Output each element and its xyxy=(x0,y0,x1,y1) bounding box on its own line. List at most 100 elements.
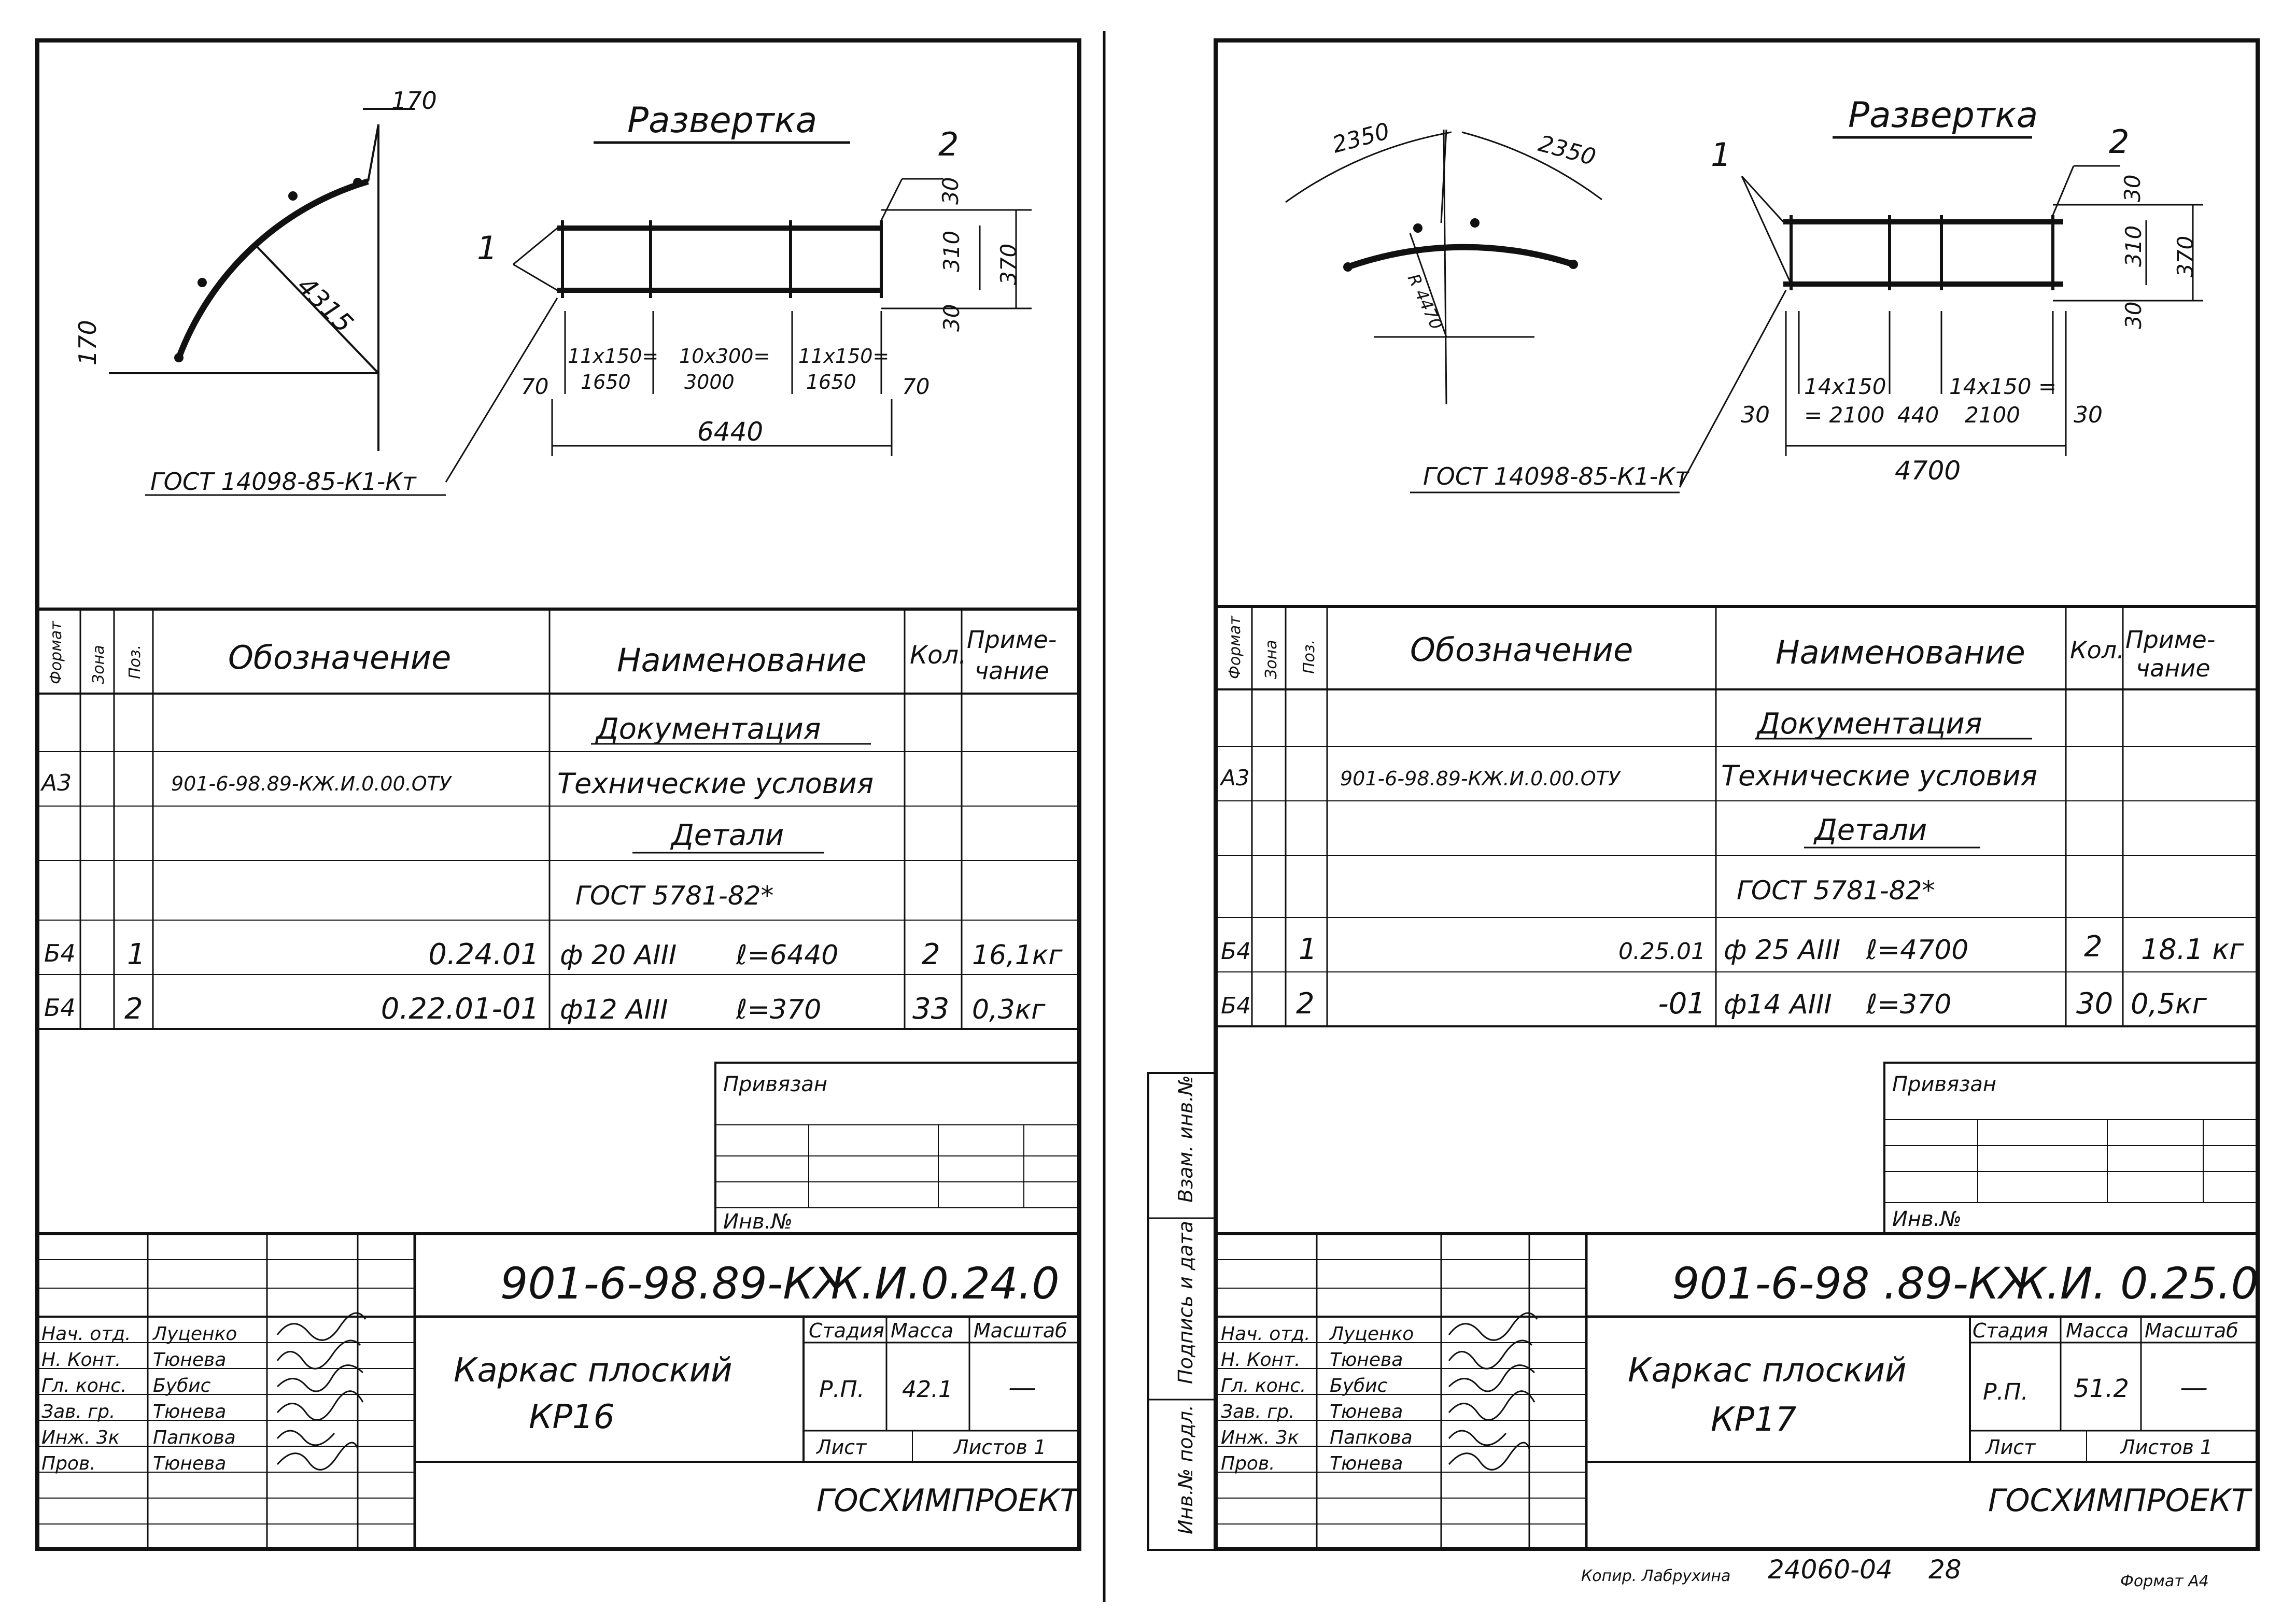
drawing-code: 901-6-98 .89-КЖ.И. 0.25.0 xyxy=(1672,1258,2259,1309)
row-qty: 30 xyxy=(2076,987,2113,1021)
callout-2: 2 xyxy=(2109,123,2129,161)
row-qty: 2 xyxy=(2084,930,2103,964)
scale-value: — xyxy=(2180,1371,2208,1404)
row-pos: 2 xyxy=(1296,987,1315,1021)
staff-name: Тюнева xyxy=(1330,1453,1403,1474)
kp17-spec-table: Формат Зона Поз. Обозначение Наименовани… xyxy=(1216,605,2258,1027)
staff-name: Тюнева xyxy=(153,1349,226,1371)
row-pos: 1 xyxy=(127,938,146,971)
staff-name: Тюнева xyxy=(153,1453,226,1474)
kp17-drawing: Развертка 2350 2350 R 4470 xyxy=(1285,95,2203,493)
signatures xyxy=(1448,1312,1538,1471)
vdim-mid: 310 xyxy=(2121,225,2146,267)
drawing-name-line2: КР17 xyxy=(1711,1401,1797,1439)
staff-role: Гл. конс. xyxy=(41,1375,127,1396)
mass-value: 42.1 xyxy=(902,1376,953,1403)
row-name: ф 25 АIII xyxy=(1724,935,1840,966)
stage-value: Р.П. xyxy=(1983,1379,2029,1405)
drawing-name-line1: Каркас плоский xyxy=(454,1351,733,1390)
col-note-header-1: Приме- xyxy=(967,626,1057,654)
stage-value: Р.П. xyxy=(819,1376,865,1403)
drawing-title: Развертка xyxy=(627,100,817,141)
spacing-1-top: 11x150= xyxy=(568,345,658,368)
table-row: Детали xyxy=(1804,813,1980,849)
staff-role: Пров. xyxy=(1221,1453,1275,1474)
footer-format: Формат А4 xyxy=(2120,1572,2209,1590)
table-row: ГОСТ 5781-82* xyxy=(1737,876,1935,906)
sheets-count: Листов 1 xyxy=(2119,1436,2213,1459)
row-format: Б4 xyxy=(1221,993,1251,1019)
end-dim-right: 70 xyxy=(902,374,929,399)
footer: Копир. Лабрухина 24060-04 28 Формат А4 xyxy=(1581,1555,2209,1590)
row-note: 16,1кг xyxy=(972,940,1063,971)
table-row: Б4 2 0.22.01-01 ф12 АIII ℓ=370 33 0,3кг xyxy=(44,992,1046,1026)
row-name: ф 20 АIII xyxy=(560,940,677,971)
stage-header: Стадия xyxy=(1973,1319,2048,1342)
row-name: ГОСТ 5781-82* xyxy=(575,881,773,911)
col-qty-header: Кол. xyxy=(2070,636,2124,664)
arc-dim-left: 170 xyxy=(74,320,102,365)
row-name: Документация xyxy=(595,712,821,746)
row-name: Детали xyxy=(1813,813,1927,847)
row-name: Технические условия xyxy=(557,767,874,800)
end-dim-left: 30 xyxy=(1741,402,1770,428)
col-note-header-2: чание xyxy=(2136,654,2210,682)
signatures xyxy=(276,1312,367,1471)
staff-name: Бубис xyxy=(1330,1375,1388,1396)
sheet-kp17: Развертка 2350 2350 R 4470 xyxy=(1214,38,2260,1551)
organization: ГОСХИМПРОЕКТ xyxy=(816,1483,1081,1519)
vdim-top: 30 xyxy=(2120,175,2145,202)
staff-list: Нач. отд. Луценко Н. Конт. Тюнева Гл. ко… xyxy=(41,1323,237,1474)
staff-role: Н. Конт. xyxy=(41,1349,121,1371)
arc-dim-top: 170 xyxy=(391,87,437,115)
kp16-spec-table: Формат Зона Поз. Обозначение Наименовани… xyxy=(37,608,1079,1030)
total-length: 6440 xyxy=(697,417,763,447)
spacing-1-bottom: 1650 xyxy=(581,371,631,393)
table-row: Детали xyxy=(632,818,824,854)
table-row: Документация xyxy=(1755,707,2032,741)
row-format: Б4 xyxy=(1221,938,1251,965)
col-qty-header: Кол. xyxy=(910,641,966,670)
row-qty: 33 xyxy=(912,992,949,1026)
vdim-bottom: 30 xyxy=(939,304,964,332)
table-row: Б4 1 0.25.01 ф 25 АIII ℓ=4700 2 18.1 кг xyxy=(1221,930,2244,966)
table-row: Б4 1 0.24.01 ф 20 АIII ℓ=6440 2 16,1кг xyxy=(44,938,1063,971)
row-format: Б4 xyxy=(44,939,76,967)
row-name: ф12 АIII xyxy=(560,994,668,1025)
sheets-count: Листов 1 xyxy=(953,1436,1046,1459)
footer-page: 28 xyxy=(1928,1555,1962,1585)
scale-value: — xyxy=(1008,1371,1036,1404)
mass-header: Масса xyxy=(891,1319,953,1342)
staff-role: Нач. отд. xyxy=(41,1323,131,1345)
col-designation-header: Обозначение xyxy=(1410,631,1633,669)
staff-name: Тюнева xyxy=(153,1401,226,1422)
row-name: Технические условия xyxy=(1721,759,2037,792)
staff-name: Луценко xyxy=(152,1323,237,1345)
staff-role: Инж. 3к xyxy=(41,1427,120,1448)
stage-header: Стадия xyxy=(809,1319,884,1342)
kp16-title-block: 901-6-98.89-КЖ.И.0.24.0 Каркас плоский К… xyxy=(37,1232,1081,1549)
binding-inv: Инв.№ xyxy=(723,1210,793,1234)
sheet-frame xyxy=(35,38,1081,1551)
spacing-3-top: 11x150= xyxy=(798,345,889,368)
staff-name: Тюнева xyxy=(1330,1349,1403,1371)
organization: ГОСХИМПРОЕКТ xyxy=(1988,1483,2252,1519)
spacing-1-bottom: = 2100 xyxy=(1804,402,1884,428)
stamp-orig-inv: Инв.№ подл. xyxy=(1174,1405,1197,1534)
row-designation: 901-6-98.89-КЖ.И.0.00.ОТУ xyxy=(171,772,453,795)
staff-role: Инж. 3к xyxy=(1221,1427,1299,1448)
spacing-2-top: 10x300= xyxy=(679,345,770,368)
sheet-kp16: Развертка 170 170 4315 xyxy=(35,38,1081,1551)
sheet-label: Лист xyxy=(815,1436,867,1459)
arc-radius: R 4470 xyxy=(1404,271,1447,332)
row-format: А3 xyxy=(1219,765,1249,791)
kp17-binding-block: Привязан Инв.№ xyxy=(1883,1062,2259,1235)
staff-name: Луценко xyxy=(1329,1323,1414,1345)
gost-weld: ГОСТ 14098-85-К1-Кт xyxy=(1423,462,1689,490)
table-row: Б4 2 -01 ф14 АIII ℓ=370 30 0,5кг xyxy=(1221,987,2207,1021)
row-pos: 2 xyxy=(124,992,143,1026)
staff-role: Пров. xyxy=(41,1453,96,1474)
vdim-bottom: 30 xyxy=(2121,302,2146,329)
drawing-name-line1: Каркас плоский xyxy=(1628,1351,1907,1390)
table-row: Документация xyxy=(591,712,871,746)
